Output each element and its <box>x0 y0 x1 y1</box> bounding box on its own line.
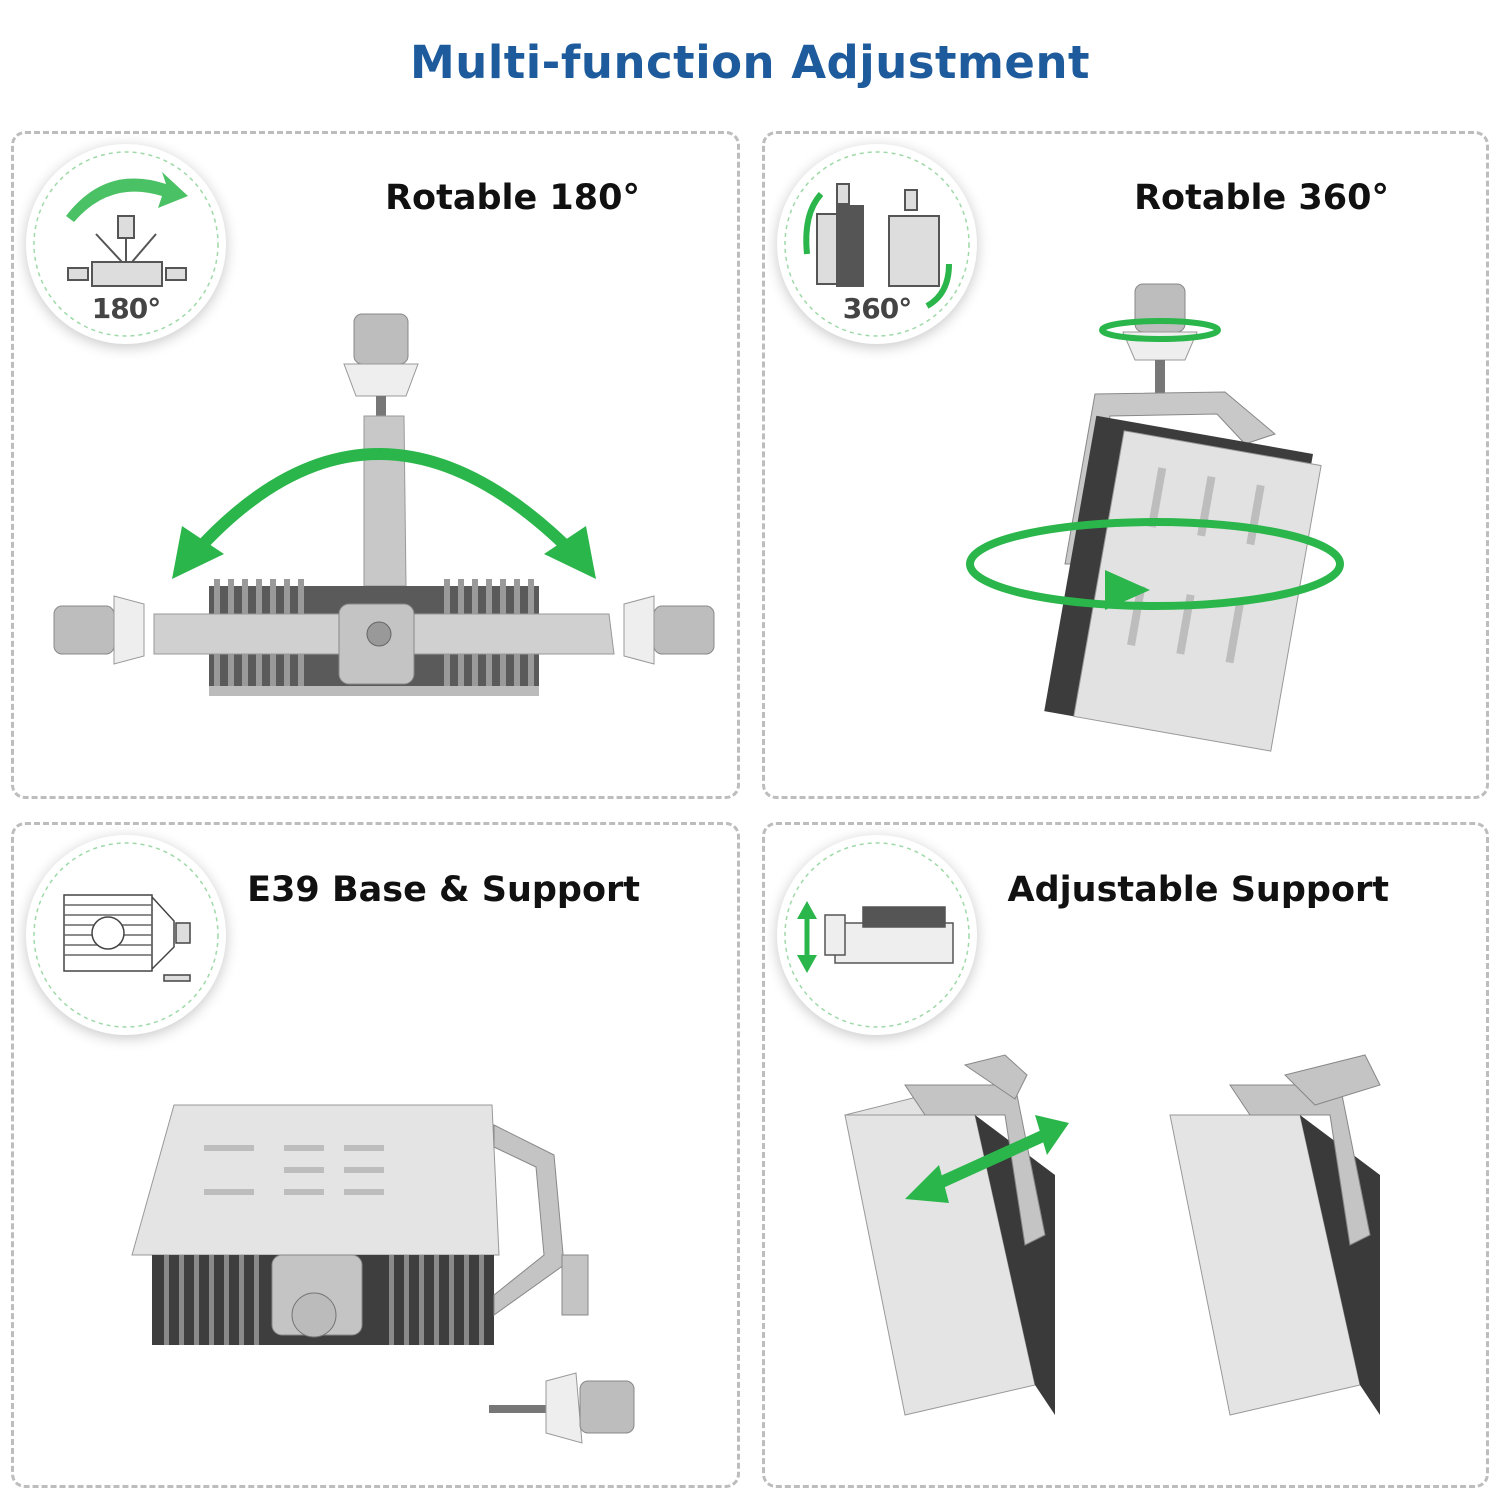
panel-rotable-360: 360° Rotable 360° <box>762 131 1489 799</box>
badge-adjustable <box>777 835 977 1035</box>
panel-title: E39 Base & Support <box>247 870 640 910</box>
fixture-left <box>844 1054 1055 1416</box>
panel-title: Adjustable Support <box>1007 870 1389 910</box>
badge-label: 180° <box>91 292 161 325</box>
e39-bulb-left <box>53 595 145 665</box>
badge-rotate-180: 180° <box>26 144 226 344</box>
lamp-adjustable-illustration <box>765 825 1486 1485</box>
page-title: Multi-function Adjustment <box>410 36 1090 89</box>
e39-bulb-right <box>623 595 715 665</box>
panel-title: Rotable 360° <box>1134 178 1389 218</box>
e39-bulb-top <box>343 313 419 416</box>
panel-e39-base-support: E39 Base & Support <box>11 822 740 1488</box>
e39-bulb-loose <box>489 1372 635 1444</box>
rotate-360-icon <box>784 151 970 337</box>
lamp-base-support-illustration <box>14 825 737 1485</box>
badge-base-support <box>26 835 226 1035</box>
rotate-180-icon <box>33 151 219 337</box>
panel-title: Rotable 180° <box>385 178 640 218</box>
base-support-icon <box>33 842 219 1028</box>
adjust-arrow-icon <box>784 842 970 1028</box>
lamp-rotate-360-illustration <box>765 134 1486 796</box>
lamp-rotate-180-illustration <box>14 134 737 796</box>
badge-rotate-360: 360° <box>777 144 977 344</box>
panel-rotable-180: 180° Rotable 180° <box>11 131 740 799</box>
badge-label: 360° <box>842 292 912 325</box>
panel-adjustable-support: Adjustable Support <box>762 822 1489 1488</box>
led-panel <box>1044 415 1322 752</box>
fixture-right <box>1169 1054 1381 1416</box>
